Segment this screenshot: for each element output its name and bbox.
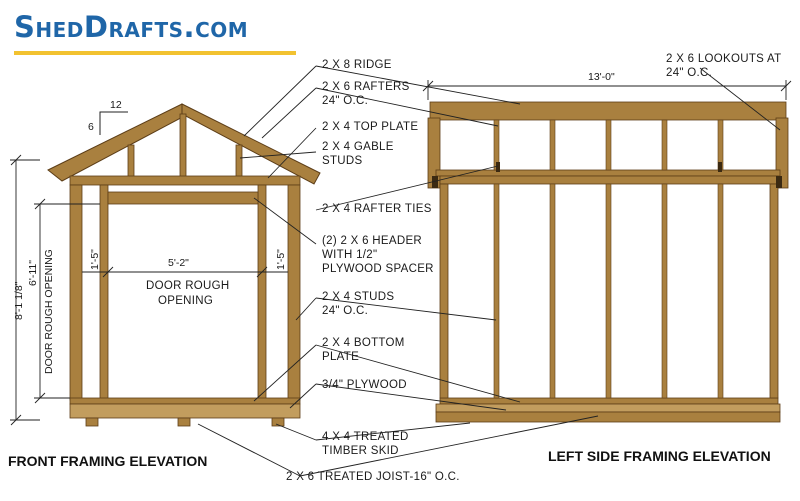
door-opening-label-1: DOOR ROUGH — [146, 280, 230, 292]
side-top-plate — [439, 175, 779, 185]
front-wall-stud — [69, 184, 83, 401]
side-length-dimension — [422, 80, 792, 100]
callout-labels: 2 X 8 RIDGE 2 X 6 RAFTERS 24" O.C. 2 X 4… — [286, 53, 781, 483]
side-ridge-beam — [429, 101, 787, 121]
skid-label-1: 4 X 4 TREATED — [322, 431, 409, 443]
front-left-rafter — [47, 103, 193, 182]
roof-pitch-symbol — [99, 111, 128, 135]
side-rafter-ties — [435, 169, 781, 177]
side-elevation: 13'-0" — [422, 71, 792, 423]
pitch-rise: 6 — [88, 121, 94, 133]
door-height-label: 6'-11" — [27, 260, 39, 286]
door-height-dimension — [34, 198, 100, 404]
front-wall-stud — [257, 184, 267, 401]
lookouts-label-2: 24" O.C. — [666, 67, 712, 79]
overall-height-label: 8'-1 1/8" — [13, 281, 25, 320]
side-wall-studs — [493, 183, 724, 399]
plywood-label: 3/4" PLYWOOD — [322, 379, 407, 391]
bottom-plate-label-2: PLATE — [322, 351, 359, 363]
site-logo[interactable]: ShedDrafts.com — [14, 10, 314, 62]
lookouts-label-1: 2 X 6 LOOKOUTS AT — [666, 53, 781, 65]
joist-label: 2 X 6 TREATED JOIST-16" O.C. — [286, 471, 460, 483]
front-right-rafter — [181, 103, 321, 185]
front-header — [107, 191, 259, 205]
studs-label-1: 2 X 4 STUDS — [322, 291, 394, 303]
side-end-stud — [439, 183, 449, 399]
left-stud-spacing: 1'-5" — [89, 249, 101, 270]
front-gable-stud — [235, 144, 243, 179]
front-elevation-title: FRONT FRAMING ELEVATION — [8, 453, 207, 469]
rafter-ties-label: 2 X 4 RAFTER TIES — [322, 203, 432, 215]
side-bottom-plate — [439, 397, 779, 405]
rafters-label-2: 24" O.C. — [322, 95, 368, 107]
side-rafter-tails — [432, 162, 782, 188]
front-bottom-plate — [69, 397, 301, 405]
front-top-plate — [69, 175, 301, 186]
pitch-run: 12 — [110, 99, 122, 111]
callout-leaders — [197, 65, 781, 477]
side-floor-joist — [435, 411, 781, 423]
logo-underline — [14, 51, 296, 55]
header-label-3: PLYWOOD SPACER — [322, 263, 434, 275]
front-plywood-floor — [69, 403, 301, 419]
side-plywood-floor — [435, 403, 781, 413]
front-skid — [85, 417, 99, 427]
header-label-2: WITH 1/2" — [322, 249, 377, 261]
door-height-caption: DOOR ROUGH OPENING — [43, 249, 55, 374]
right-stud-spacing: 1'-5" — [275, 249, 287, 270]
front-skid — [177, 417, 191, 427]
top-plate-label: 2 X 4 TOP PLATE — [322, 121, 418, 133]
overall-height-dimension — [10, 154, 40, 426]
door-width-label: 5'-2" — [168, 257, 189, 269]
side-length-label: 13'-0" — [588, 71, 615, 83]
front-elevation: 12 6 8'-1 1/8" 6'-11" DOOR ROUGH OPENING — [10, 99, 321, 427]
side-end-stud — [769, 183, 779, 399]
front-gable-stud — [127, 144, 135, 179]
rafters-label-1: 2 X 6 RAFTERS — [322, 81, 410, 93]
skid-label-2: TIMBER SKID — [322, 445, 399, 457]
bottom-plate-label-1: 2 X 4 BOTTOM — [322, 337, 405, 349]
side-upper-studs — [493, 119, 724, 171]
front-gable-stud — [179, 113, 187, 179]
front-skid — [271, 417, 285, 427]
door-opening-label-2: OPENING — [158, 295, 213, 307]
door-width-dimension — [82, 266, 288, 278]
studs-label-2: 24" O.C. — [322, 305, 368, 317]
logo-text: ShedDrafts.com — [14, 10, 249, 44]
front-wall-stud — [99, 184, 109, 401]
front-wall-stud — [287, 184, 301, 401]
header-label-1: (2) 2 X 6 HEADER — [322, 235, 422, 247]
gable-label-1: 2 X 4 GABLE — [322, 141, 394, 153]
ridge-label: 2 X 8 RIDGE — [322, 59, 392, 71]
gable-label-2: STUDS — [322, 155, 363, 167]
side-elevation-title: LEFT SIDE FRAMING ELEVATION — [548, 448, 771, 464]
